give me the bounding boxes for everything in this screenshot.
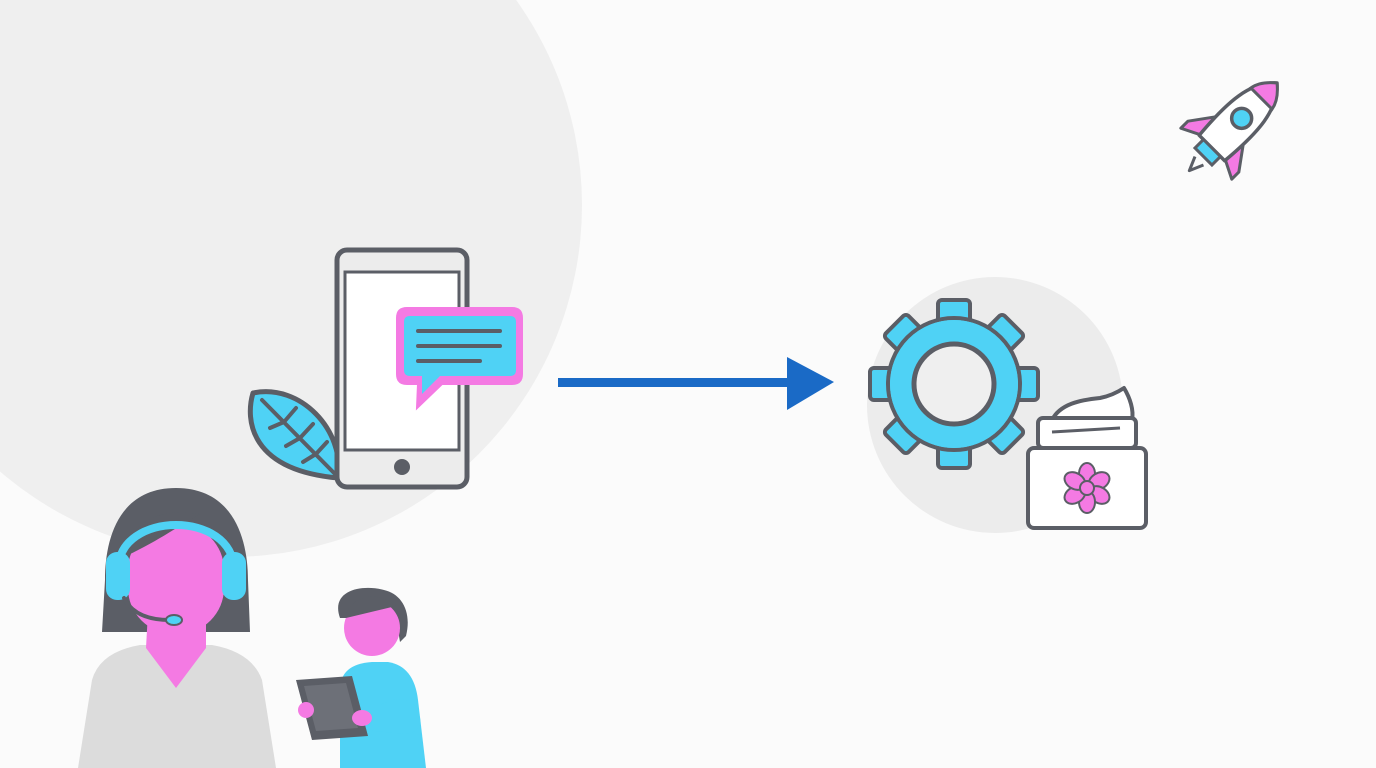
child-with-tablet-icon (296, 587, 426, 768)
flow-arrow-icon (558, 357, 834, 410)
gear-icon (868, 298, 1040, 470)
flower-icon (1063, 462, 1111, 514)
support-agent-headset-icon (78, 488, 276, 768)
rocket-icon (1179, 81, 1279, 181)
leaf-icon (247, 389, 342, 481)
chat-bubble-icon (396, 307, 523, 411)
background-blob-icon (0, 0, 582, 557)
